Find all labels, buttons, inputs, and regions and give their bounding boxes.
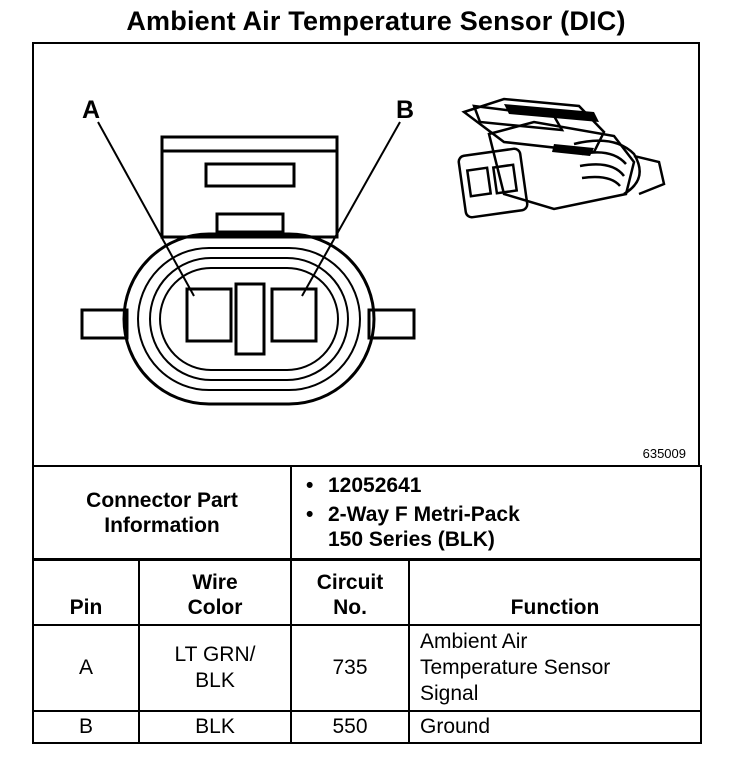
pin-cell: A [32, 624, 140, 712]
cell-line: Ground [420, 715, 491, 738]
latch-window [204, 162, 296, 188]
pin-cell: B [32, 710, 140, 744]
callout-b-leader [301, 121, 401, 297]
connector-part-list: • 12052641 • 2-Way F Metri-Pack 150 Seri… [290, 465, 702, 561]
header-pin: Pin [32, 558, 140, 626]
right-lug [367, 308, 416, 340]
pin-a-cavity [185, 287, 233, 343]
table-row: B BLK 550 Ground [32, 710, 702, 744]
function-cell: Ambient Air Temperature Sensor Signal [408, 624, 702, 712]
callout-label-b: B [396, 96, 415, 124]
function-cell: Ground [408, 710, 702, 744]
pin-table-header: Pin Wire Color Circuit No. Function [32, 558, 702, 626]
header-text: Wire [192, 571, 238, 594]
header-text: Pin [69, 596, 103, 619]
cell-line: Temperature Sensor [420, 656, 611, 679]
header-text: No. [333, 596, 367, 619]
header-text: Color [187, 596, 243, 619]
page-title: Ambient Air Temperature Sensor (DIC) [126, 6, 626, 36]
wire-color-cell: LT GRN/ BLK [138, 624, 292, 712]
center-key [234, 282, 266, 356]
header-circuit: Circuit No. [290, 558, 410, 626]
left-lug [80, 308, 129, 340]
connector-face-drawing [80, 97, 666, 406]
circuit-cell: 735 [290, 624, 410, 712]
callout-a-leader [97, 121, 195, 297]
pin-b-cavity [270, 287, 318, 343]
header-text: Function [510, 596, 600, 619]
bullet-glyph: • [306, 474, 314, 497]
connector-part-label: Connector Part Information [32, 465, 292, 561]
part-number: 12052641 [328, 474, 422, 497]
cell-line: BLK [195, 715, 235, 738]
connector-outer-ring [122, 232, 376, 406]
perspective-shading [504, 104, 599, 156]
list-item: • 12052641 [306, 473, 692, 498]
bullet-glyph: • [306, 503, 314, 526]
figure-number: 635009 [642, 446, 686, 461]
cell-line: BLK [195, 669, 235, 692]
circuit-cell: 550 [290, 710, 410, 744]
connector-type-line: 150 Series (BLK) [328, 528, 495, 551]
header-wire-color: Wire Color [138, 558, 292, 626]
connector-inner-ring [149, 257, 349, 381]
table-row: A LT GRN/ BLK 735 Ambient Air Temperatur… [32, 624, 702, 712]
header-function: Function [408, 558, 702, 626]
connector-diagram: A B 635009 [32, 42, 700, 467]
header-text: Circuit [316, 571, 384, 594]
cell-line: LT GRN/ [174, 643, 256, 666]
callout-label-a: A [82, 96, 101, 124]
cell-line: Ambient Air [420, 630, 528, 653]
connector-info-table: Connector Part Information • 12052641 • … [32, 465, 702, 561]
connector-label-line: Information [104, 514, 220, 537]
cell-line: Signal [420, 682, 479, 705]
connector-type-line: 2-Way F Metri-Pack [328, 503, 520, 526]
list-item: • 2-Way F Metri-Pack 150 Series (BLK) [306, 502, 692, 552]
wire-color-cell: BLK [138, 710, 292, 744]
pin-table: Pin Wire Color Circuit No. Function A LT… [32, 558, 702, 744]
connector-label-line: Connector Part [86, 489, 238, 512]
